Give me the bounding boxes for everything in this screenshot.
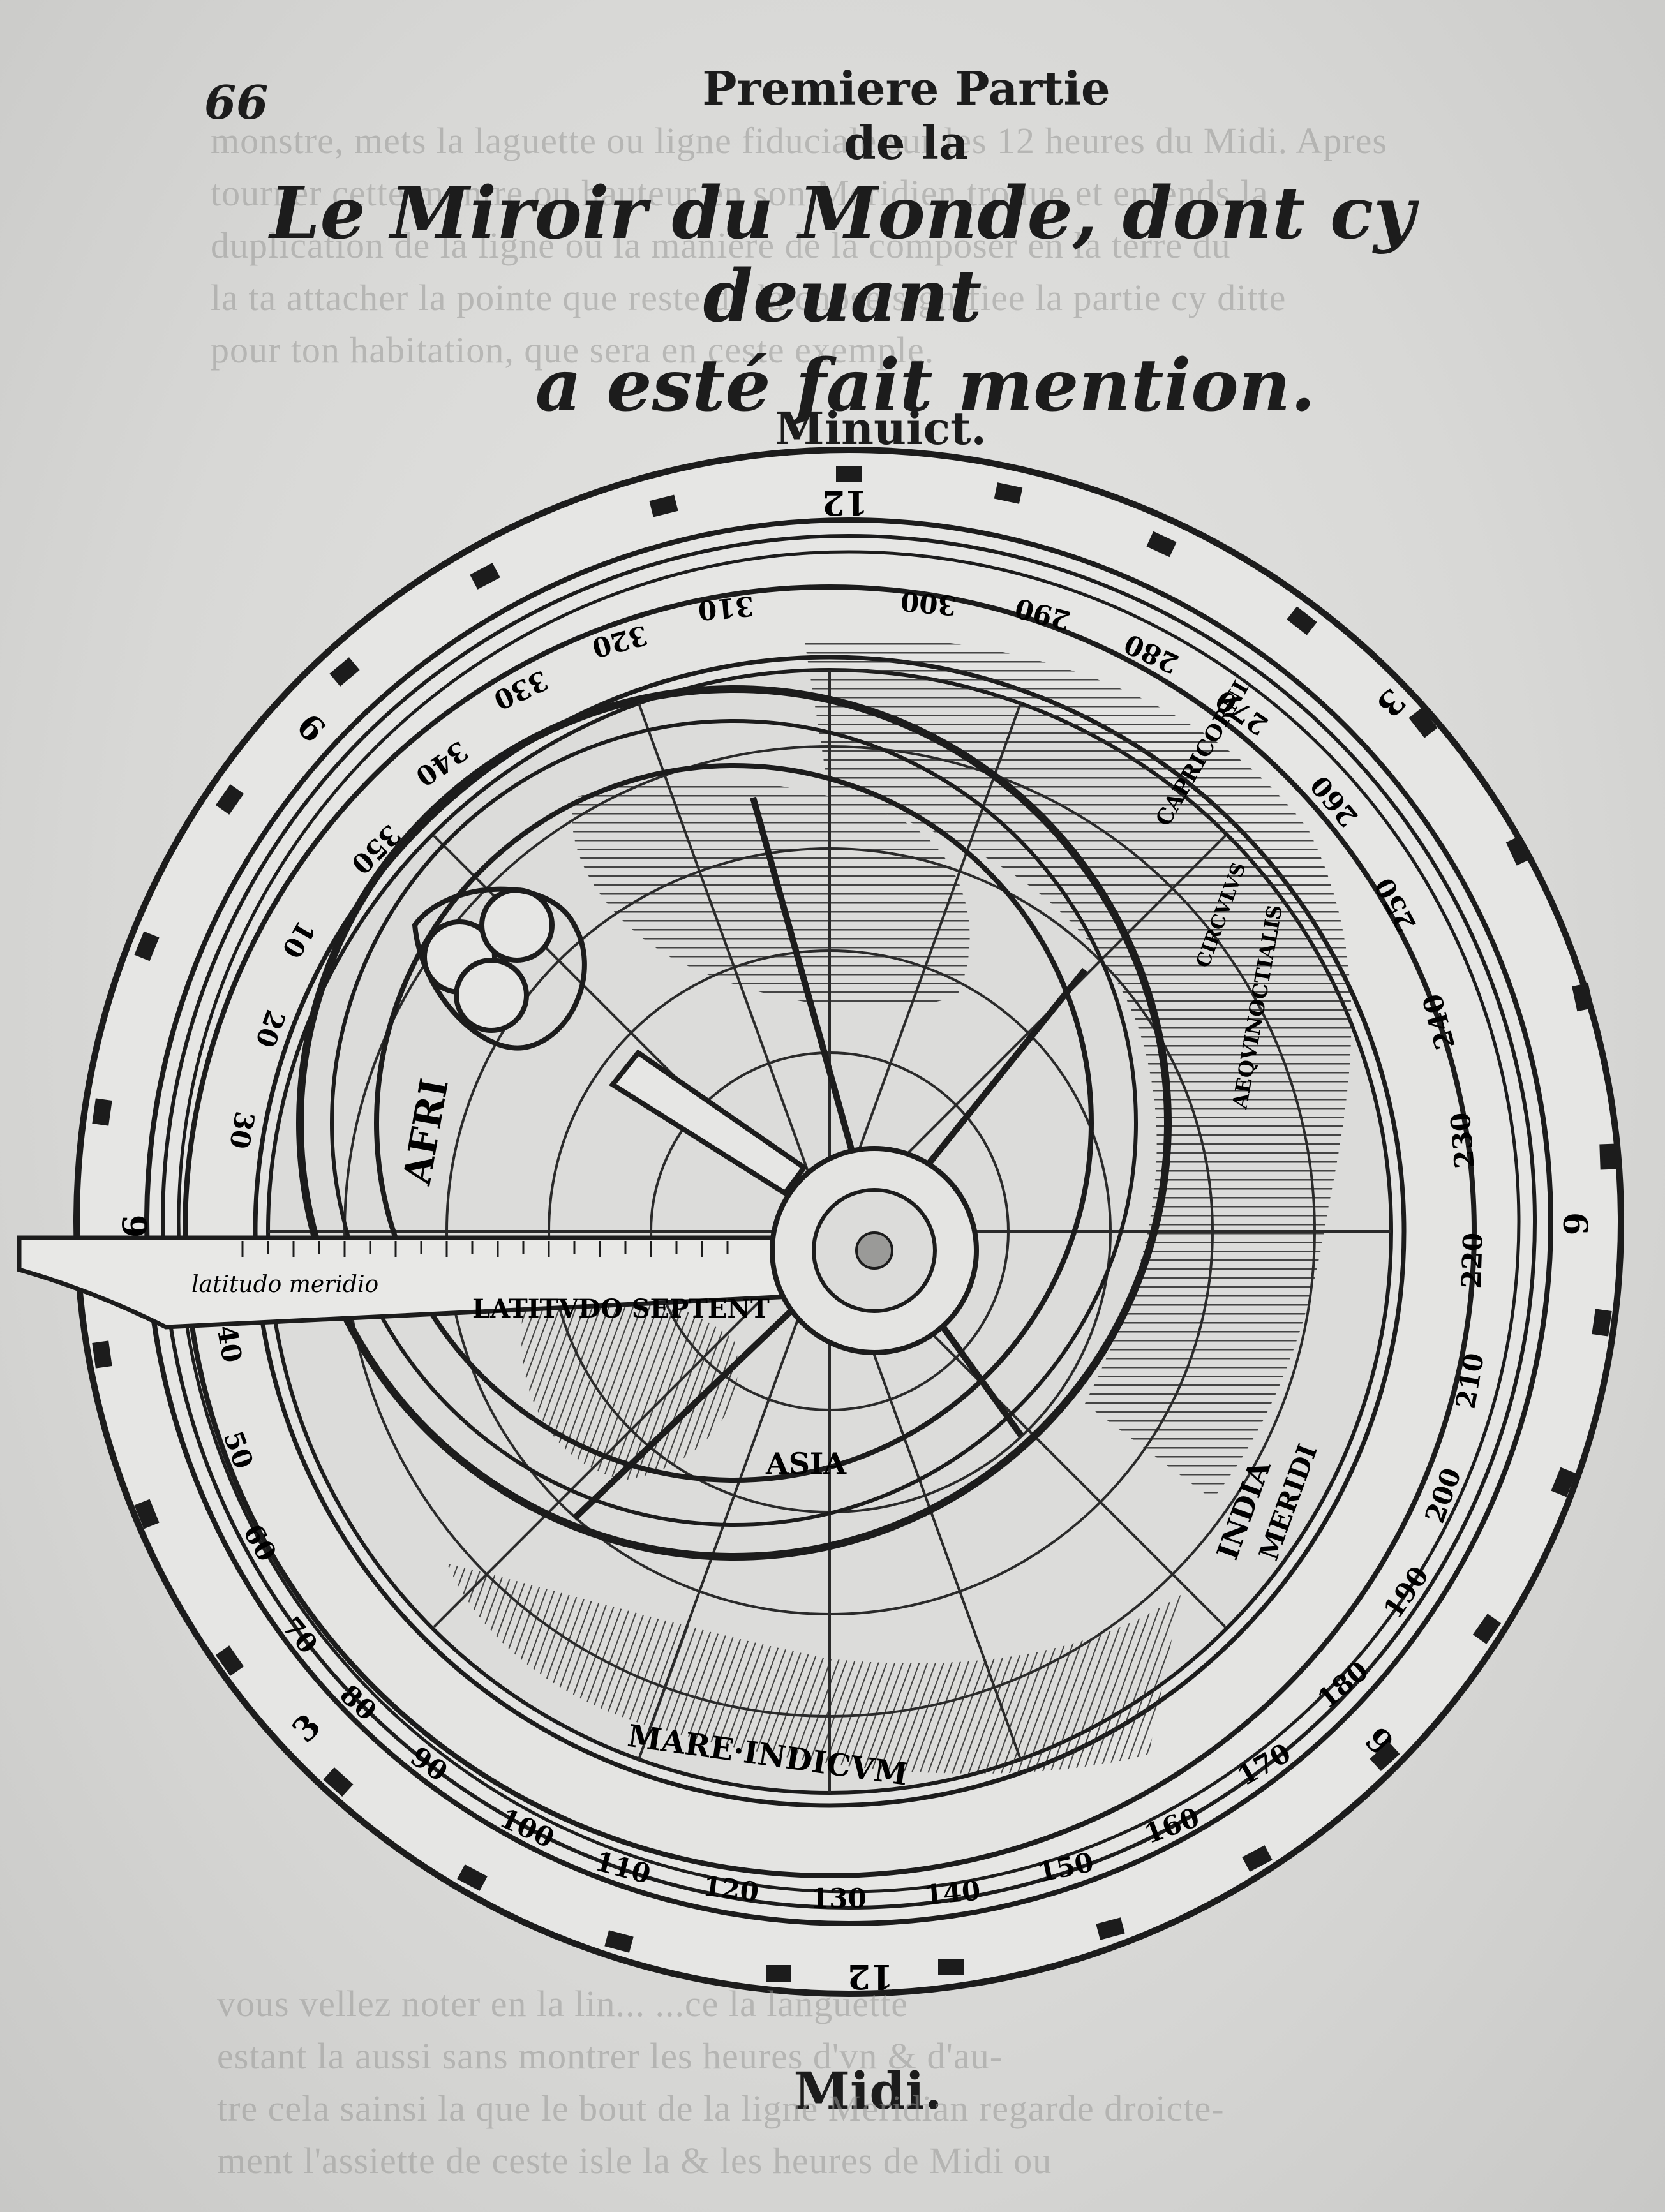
degree-label: 30: [223, 1109, 260, 1151]
continent-masses: [447, 636, 1352, 1774]
hour-label: 6: [1555, 1212, 1594, 1235]
label-asia: ASIA: [765, 1446, 847, 1481]
degree-label: 120: [701, 1870, 761, 1908]
continent-north: [572, 779, 970, 1008]
degree-label: 140: [923, 1875, 982, 1911]
rule-handle: [412, 886, 808, 1197]
zodiac-ring-mid: [330, 719, 1138, 1527]
hour-label: 12: [822, 483, 868, 522]
title-line-1: Le Miroir du Monde, dont cy deuant: [269, 172, 1415, 338]
degree-label: 230: [1445, 1111, 1481, 1170]
latitude-label-north: LATITVDO SEPTENT: [472, 1294, 770, 1324]
label-minuict: Minuict.: [775, 402, 987, 455]
degree-label: 310: [697, 590, 756, 626]
bleed-through-text-lower: vous vellez noter en la lin... ...ce la …: [217, 1983, 1225, 2181]
continent-west: [521, 1290, 738, 1480]
hour-tick-marks: [92, 466, 1617, 1982]
page-title: Le Miroir du Monde, dont cy deuant a est…: [268, 172, 1417, 434]
tick-ring-outer: [161, 534, 1537, 1910]
page-number: 66: [204, 75, 269, 130]
degree-label: 300: [899, 585, 958, 621]
zodiac-ring-inner: [374, 763, 1094, 1483]
tick-ring-inner: [177, 550, 1521, 1894]
center-rivet: [855, 1231, 893, 1270]
zodiac-ring-outer: [296, 685, 1172, 1561]
hour-label: 6: [116, 1215, 155, 1238]
degree-label: 40: [211, 1323, 248, 1365]
title-line-2: a esté fait mention.: [535, 344, 1316, 427]
label-midi: Midi.: [793, 2061, 943, 2121]
outer-ring-inner-edge: [144, 517, 1553, 1926]
bleed-through-text: monstre, mets la laguette ou ligne fiduc…: [211, 120, 1387, 371]
continent-south: [447, 1563, 1181, 1774]
degree-label: 220: [1456, 1232, 1489, 1289]
latitude-label-south: latitudo meridio: [191, 1272, 378, 1298]
degree-label: 130: [810, 1883, 867, 1914]
running-head: Premiere Partie de la: [702, 61, 1110, 170]
hour-label: 12: [847, 1957, 893, 1996]
latitude-rule: LATITVDO SEPTENT latitudo meridio: [17, 1235, 826, 1330]
continent-east: [804, 636, 1352, 1500]
